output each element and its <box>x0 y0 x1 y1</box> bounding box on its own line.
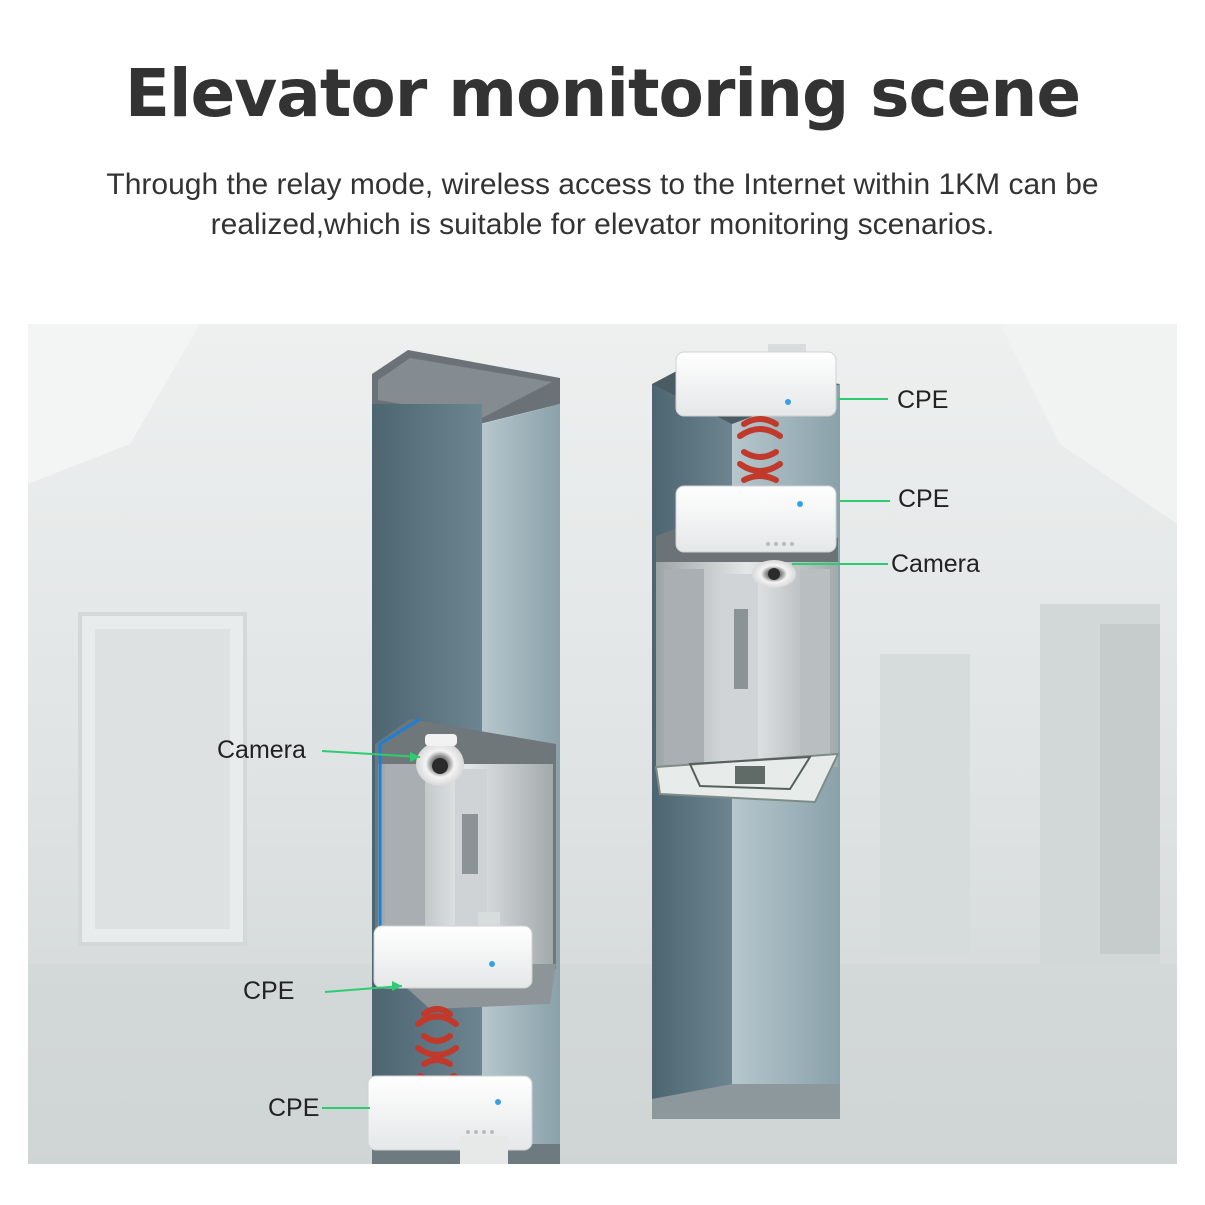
label-right-cpe-second: CPE <box>898 485 950 513</box>
connector-left-camera <box>321 750 421 758</box>
scene-illustration <box>0 324 1205 1164</box>
right-camera-device <box>752 560 796 588</box>
label-left-camera: Camera <box>217 736 306 764</box>
label-left-cpe-lower: CPE <box>268 1094 320 1122</box>
page-subtitle: Through the relay mode, wireless access … <box>106 168 1099 241</box>
page-title: Elevator monitoring scene <box>124 55 1081 132</box>
connector-arrowheads <box>392 752 420 991</box>
right-cpe-top-device <box>675 344 837 417</box>
left-elevator-shaft <box>372 350 560 1164</box>
left-camera-device <box>416 734 464 786</box>
right-cpe-second-device <box>675 485 837 553</box>
label-right-camera: Camera <box>891 550 980 578</box>
left-cpe-upper-device <box>373 912 533 989</box>
left-signal-waves <box>415 1006 459 1084</box>
right-signal-waves <box>737 416 783 483</box>
elevator-scene: Camera CPE CPE CPE CPE Camera <box>0 324 1205 1164</box>
connector-lines <box>321 398 890 1109</box>
label-left-cpe-upper: CPE <box>243 977 295 1005</box>
background-hallway <box>0 324 1205 1164</box>
label-right-cpe-top: CPE <box>897 386 949 414</box>
connector-left-cpe-upper <box>324 985 403 993</box>
left-cpe-lower-device <box>367 1075 533 1164</box>
